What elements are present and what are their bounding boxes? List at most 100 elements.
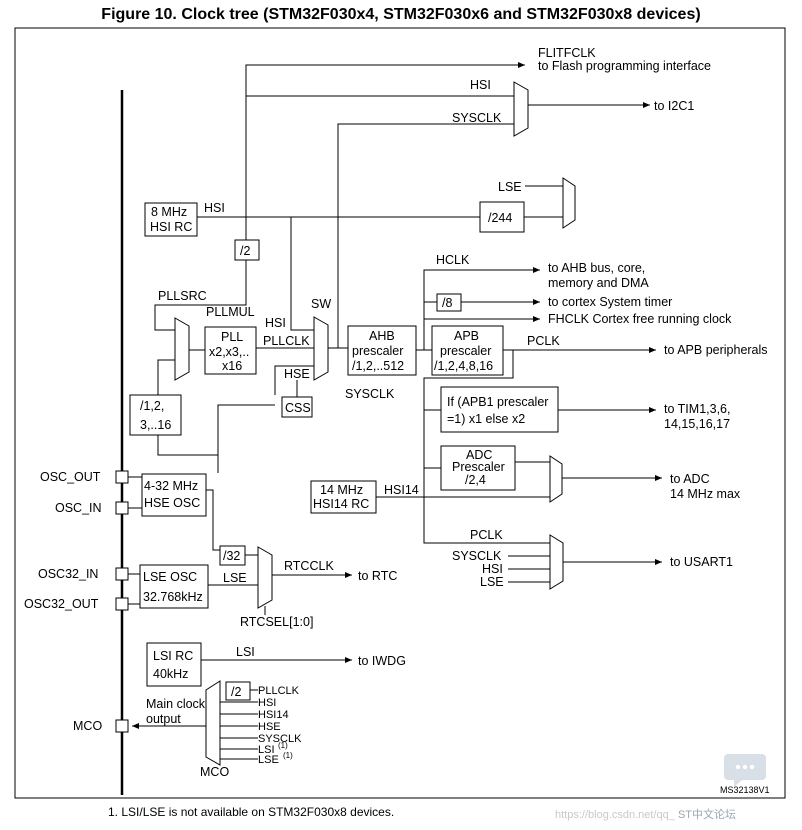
- pll-max: x16: [222, 359, 242, 373]
- to-tim-line1: to TIM1,3,6,: [664, 402, 730, 416]
- mco-pin-label: MCO: [73, 719, 102, 733]
- ahb-range: /1,2,..512: [352, 359, 404, 373]
- pllsrc-mux: [174, 317, 190, 381]
- usart-lse-label: LSE: [480, 575, 504, 589]
- usart-hsi-label: HSI: [482, 562, 503, 576]
- lse-div244-mux: [562, 177, 576, 229]
- lsi-rc-name: LSI RC: [153, 649, 193, 663]
- flitfclk-line: [245, 62, 525, 305]
- mco-in-hse: HSE: [258, 721, 281, 733]
- to-systimer-label: to cortex System timer: [548, 295, 672, 309]
- adc-prescaler-label: Prescaler: [452, 460, 505, 474]
- diagram-frame: [14, 27, 786, 799]
- adc-prescaler-block: [440, 445, 516, 491]
- css-label: CSS: [285, 401, 311, 415]
- mco-in-pllclk: PLLCLK: [258, 685, 300, 697]
- flash-interface-label: to Flash programming interface: [538, 59, 711, 73]
- div32-label: /32: [223, 549, 240, 563]
- hsi-to-sw-line: [290, 217, 314, 331]
- fhclk-label: FHCLK Cortex free running clock: [548, 312, 732, 326]
- flitfclk-label: FLITFCLK: [538, 46, 596, 60]
- adc-mux: [549, 455, 563, 503]
- rtcclk-label: RTCCLK: [284, 559, 334, 573]
- hsi14-label: HSI14: [384, 483, 419, 497]
- div8-label: /8: [442, 296, 452, 310]
- hse-osc-block: [141, 473, 207, 517]
- sysclk-to-i2c-line: [337, 123, 514, 348]
- apb-prescaler-block: [431, 325, 504, 376]
- watermark-site: ST中文论坛: [677, 809, 736, 821]
- mco-in-hsi14: HSI14: [258, 709, 289, 721]
- mco-in-sysclk: SYSCLK: [258, 733, 302, 745]
- hclk-bus-line: [423, 267, 540, 350]
- lse-top-label: LSE: [498, 180, 522, 194]
- watermark-url: https://blog.csdn.net/qq_: [555, 809, 675, 821]
- to-usart1-label: to USART1: [670, 555, 733, 569]
- pll-mult: x2,x3,..: [209, 345, 249, 359]
- prediv-line1: /1,2,: [140, 399, 164, 413]
- mco-div2-block: [225, 681, 251, 701]
- hsi-rc-freq: 8 MHz: [151, 205, 187, 219]
- lsi-label: LSI: [236, 645, 255, 659]
- osc-out-pin-label: OSC_OUT: [40, 470, 101, 484]
- apb1-cond-block: [440, 386, 559, 433]
- to-i2c1-label: to I2C1: [654, 99, 694, 113]
- rtc-lse-label: LSE: [223, 571, 247, 585]
- div244-label: /244: [488, 211, 512, 225]
- osc32-in-pin-label: OSC32_IN: [38, 567, 98, 581]
- hse-osc-name: HSE OSC: [144, 496, 200, 510]
- osc-in-pin-label: OSC_IN: [55, 501, 102, 515]
- pclk-label: PCLK: [527, 334, 560, 348]
- watermark: https://blog.csdn.net/qq_ ST中文论坛: [555, 806, 736, 822]
- mco-mux-label: MCO: [200, 765, 229, 779]
- hclk-label: HCLK: [436, 253, 470, 267]
- osc-in-pin: [115, 501, 129, 515]
- apb-title: APB: [454, 329, 479, 343]
- i2c-mux: [513, 81, 529, 137]
- to-ahb-line1: to AHB bus, core,: [548, 261, 645, 275]
- mco-pin: [115, 719, 129, 733]
- prediv-block: [129, 394, 182, 436]
- lsi-rc-freq: 40kHz: [153, 667, 188, 681]
- hsi-rc-name: HSI RC: [150, 220, 192, 234]
- mco-mux: [205, 680, 221, 766]
- hsi-rc-block: [144, 202, 198, 237]
- sw-label: SW: [311, 297, 331, 311]
- sw-hse-label: HSE: [284, 367, 310, 381]
- to-adc-line2: 14 MHz max: [670, 487, 741, 501]
- osc32-out-pin-label: OSC32_OUT: [24, 597, 99, 611]
- div2-block: [234, 239, 260, 261]
- figure-title: Figure 10. Clock tree (STM32F030x4, STM3…: [101, 6, 701, 23]
- osc-out-pin: [115, 470, 129, 484]
- chat-bubble-icon: [724, 754, 766, 787]
- pllsrc-label: PLLSRC: [158, 289, 207, 303]
- usart-mux: [549, 534, 564, 590]
- adc-range: /2,4: [465, 473, 486, 487]
- sysclk-i2c-label: SYSCLK: [452, 111, 502, 125]
- hsi14-rc-freq: 14 MHz: [320, 483, 363, 497]
- ahb-title: AHB: [369, 329, 395, 343]
- hsi14-rc-name: HSI14 RC: [313, 497, 369, 511]
- sw-hsi-label: HSI: [265, 316, 286, 330]
- mco-div2-label: /2: [231, 685, 241, 699]
- hse-to-sw-line: [274, 365, 314, 395]
- apb-range: /1,2,4,8,16: [434, 359, 493, 373]
- mco-in-lsi: LSI: [258, 744, 275, 756]
- prediv-to-pllsrc-line: [157, 359, 175, 395]
- osc32-out-pin: [115, 597, 129, 611]
- sw-mux: [313, 316, 329, 381]
- main-clock-output-line1: Main clock: [146, 697, 206, 711]
- to-iwdg-label: to IWDG: [358, 654, 406, 668]
- div2-to-pllsrc-line: [154, 260, 247, 331]
- apb1-cond-line2: =1) x1 else x2: [447, 412, 525, 426]
- hse-osc-freq: 4-32 MHz: [144, 479, 198, 493]
- pll-block: [204, 326, 257, 375]
- lse-osc-name: LSE OSC: [143, 570, 197, 584]
- hsi-i2c-label: HSI: [470, 78, 491, 92]
- to-tim-line2: 14,15,16,17: [664, 417, 730, 431]
- usart-pclk-label: PCLK: [470, 528, 503, 542]
- rtc-mux: [257, 546, 273, 609]
- mco-lse-footnote-mark: (1): [283, 751, 293, 760]
- ahb-prescaler-block: [347, 325, 417, 376]
